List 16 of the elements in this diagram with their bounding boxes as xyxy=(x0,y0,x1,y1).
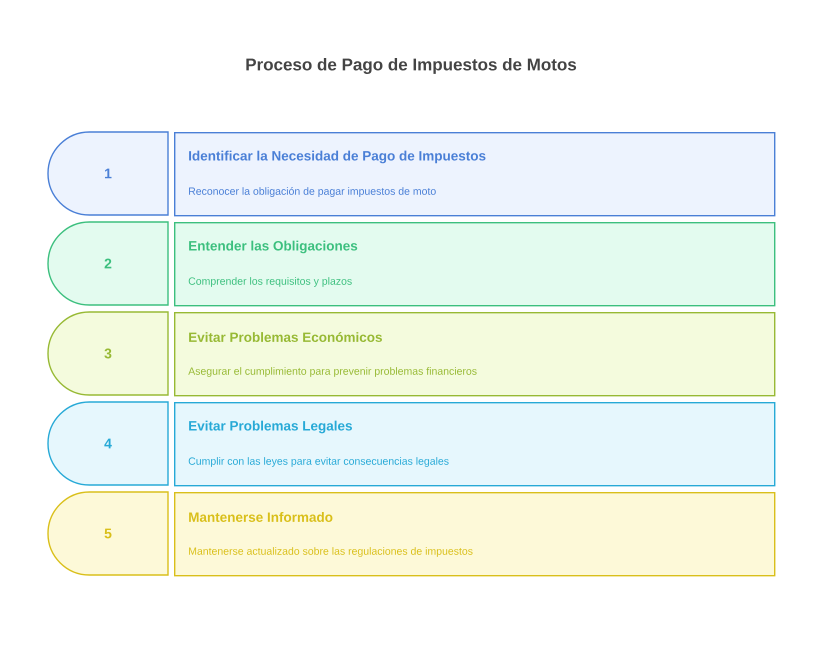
step-tab: 2 xyxy=(47,221,169,306)
step-tab: 1 xyxy=(47,131,169,216)
step-tab: 5 xyxy=(47,491,169,576)
title: Proceso de Pago de Impuestos de Motos xyxy=(246,58,576,74)
step-description: Mantenerse actualizado sobre las regulaciones de impuestos xyxy=(189,547,473,557)
step-heading: Entender las Obligaciones xyxy=(189,240,358,254)
step-heading: Mantenerse Informado xyxy=(189,512,332,522)
step-heading: Evitar Problemas Legales xyxy=(189,420,352,434)
step-heading: Identificar la Necesidad de Pago de Impuestos xyxy=(189,150,486,164)
step-description: Reconocer la obligación de pagar impuestos de moto xyxy=(189,187,436,197)
step-tab: 3 xyxy=(47,311,169,396)
step-tab: 4 xyxy=(47,401,169,486)
step-description: Comprender los requisitos y plazos xyxy=(188,277,352,287)
step-description: Asegurar el cumplimiento para prevenir problemas financieros xyxy=(188,367,477,377)
step-heading: Evitar Problemas Económicos xyxy=(189,332,382,342)
step-description: Cumplir con las leyes para evitar consecuencias legales xyxy=(188,457,449,467)
